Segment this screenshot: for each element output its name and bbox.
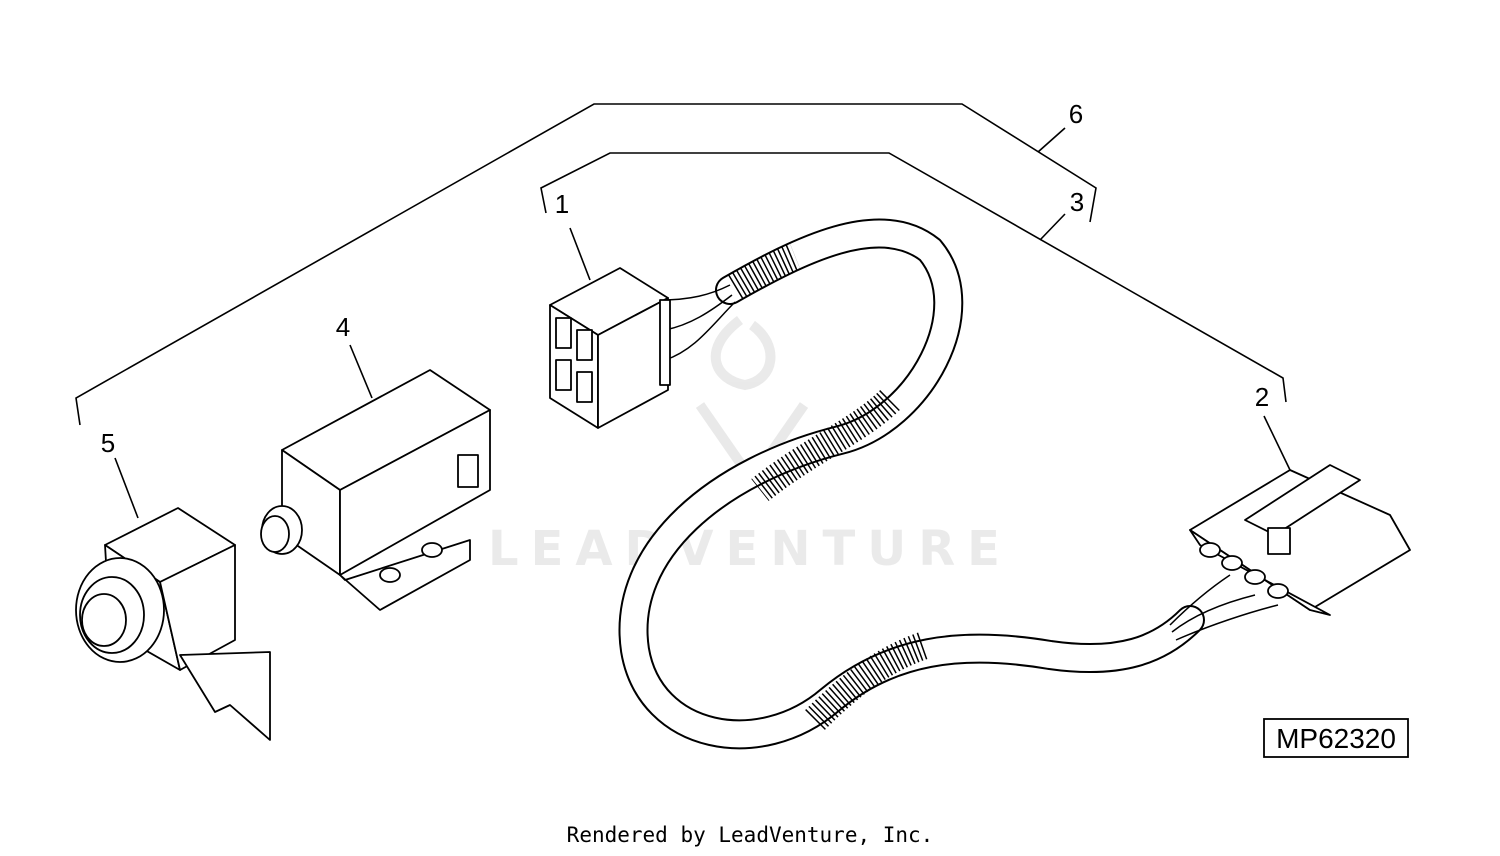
callout-5: 5 — [101, 428, 115, 458]
callout-2: 2 — [1255, 382, 1269, 412]
wire-harness — [618, 218, 1279, 750]
credit-text: Rendered by LeadVenture, Inc. — [567, 823, 934, 847]
bracket-6 — [75, 103, 1097, 426]
watermark-text: LEADVENTURE — [488, 521, 1012, 577]
tape-wrap-3 — [805, 631, 930, 730]
leader-lines — [114, 127, 1291, 519]
part-2-connector — [1189, 464, 1411, 616]
callout-1: 1 — [555, 189, 569, 219]
callout-3: 3 — [1070, 187, 1084, 217]
bracket-3 — [540, 152, 1287, 403]
part-4-switch — [260, 369, 491, 611]
callout-4: 4 — [336, 312, 350, 342]
part-5-switch — [75, 507, 271, 741]
reference-code: MP62320 — [1276, 723, 1396, 754]
callout-6: 6 — [1069, 99, 1083, 129]
reference-code-box: MP62320 — [1263, 718, 1409, 758]
watermark: LEADVENTURE — [488, 316, 1012, 577]
part-1-connector — [549, 267, 671, 429]
